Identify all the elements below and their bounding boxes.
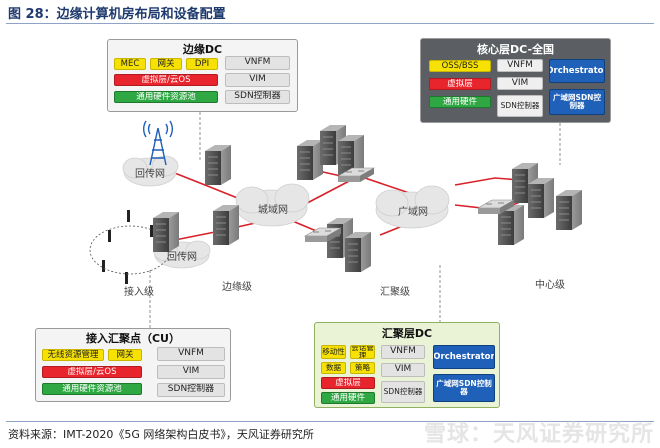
agg-session-box: 会话管理 — [350, 345, 375, 359]
cu-virtual-layer: 虚拟层/云OS — [42, 366, 142, 378]
wan-cloud: 广域网 — [378, 194, 448, 226]
agg-hardware-box: 通用硬件 — [321, 392, 375, 404]
edge-dc-title: 边缘DC — [182, 43, 223, 56]
cu-vim-box: VIM — [157, 365, 225, 379]
level-edge: 边缘级 — [222, 282, 252, 293]
agg-vim-box: VIM — [381, 363, 425, 377]
core-virtual-layer: 虚拟层 — [429, 78, 491, 90]
title-divider — [6, 23, 654, 24]
edge-virtual-layer: 虚拟层/云OS — [114, 74, 218, 86]
cu-panel: 接入汇聚点（CU） 无线资源管理 网关 虚拟层/云OS 通用硬件资源池 VNFM… — [35, 328, 231, 402]
cu-title: 接入汇聚点（CU） — [85, 332, 180, 345]
callout-leaders — [149, 112, 561, 328]
agg-vnfm-box: VNFM — [381, 345, 425, 359]
agg-sdn-box: SDN控制器 — [381, 381, 425, 403]
cu-gateway-box: 网关 — [108, 349, 142, 361]
level-aggregation: 汇聚级 — [380, 287, 410, 298]
cu-hardware-pool: 通用硬件资源池 — [42, 383, 142, 395]
wan-label: 广域网 — [398, 206, 428, 218]
metro-label: 城域网 — [258, 204, 288, 216]
core-dc-title: 核心层DC-全国 — [476, 43, 555, 56]
agg-policy-box: 策略 — [350, 362, 375, 374]
edge-dc-panel: 边缘DC MEC 网关 DPI 虚拟层/云OS 通用硬件资源池 VNFM VIM… — [107, 39, 298, 112]
cu-rrm-box: 无线资源管理 — [42, 349, 104, 361]
core-hardware-box: 通用硬件 — [429, 96, 491, 108]
cu-sdn-box: SDN控制器 — [157, 383, 225, 397]
edge-mec-box: MEC — [114, 58, 146, 70]
agg-dc-panel: 汇聚层DC 移动性 会话管理 数据 策略 虚拟层 通用硬件 VNFM VIM S… — [314, 322, 500, 408]
agg-virtual-layer: 虚拟层 — [321, 377, 375, 389]
cloud-shapes — [122, 155, 450, 269]
core-sdn-box: SDN控制器 — [497, 95, 543, 117]
agg-mobility-box: 移动性 — [321, 345, 346, 359]
edge-dpi-box: DPI — [186, 58, 218, 70]
backhaul-label-bottom: 回传网 — [167, 251, 197, 263]
edge-hardware-pool: 通用硬件资源池 — [114, 91, 218, 103]
backhaul-cloud-top: 回传网 — [124, 158, 176, 186]
cu-vnfm-box: VNFM — [157, 347, 225, 361]
core-dc-panel: 核心层DC-全国 OSS/BSS 虚拟层 通用硬件 VNFM VIM SDN控制… — [420, 38, 611, 123]
edge-sdn-box: SDN控制器 — [225, 90, 290, 104]
edge-vnfm-box: VNFM — [225, 56, 290, 70]
agg-dc-title: 汇聚层DC — [381, 327, 433, 340]
backhaul-label-top: 回传网 — [135, 168, 165, 180]
agg-wan-sdn-box: 广域网SDN控制器 — [433, 374, 495, 402]
level-access: 接入级 — [124, 287, 154, 298]
figure-title: 图 28：边缘计算机房布局和设备配置 — [8, 7, 226, 22]
core-vim-box: VIM — [497, 77, 543, 90]
metro-cloud: 城域网 — [238, 192, 308, 224]
core-wan-sdn-box: 广域网SDN控制器 — [549, 89, 605, 115]
edge-vim-box: VIM — [225, 73, 290, 87]
level-center: 中心级 — [535, 280, 565, 291]
footer-divider — [6, 421, 654, 422]
antenna-icons — [102, 210, 153, 284]
agg-orchestrator-box: Orchestrator — [433, 345, 495, 369]
cell-tower-top — [142, 120, 174, 166]
core-vnfm-box: VNFM — [497, 59, 543, 72]
source-note: 资料来源：IMT-2020《5G 网络架构白皮书》，天风证券研究所 — [8, 428, 314, 441]
backhaul-cloud-bottom: 回传网 — [155, 242, 209, 268]
core-oss-box: OSS/BSS — [429, 60, 491, 72]
agg-data-box: 数据 — [321, 362, 346, 374]
watermark: 雪球：天风证券研究所 — [423, 422, 654, 447]
core-orchestrator-box: Orchestrator — [549, 59, 605, 83]
edge-gateway-box: 网关 — [150, 58, 182, 70]
server-racks — [152, 124, 583, 273]
